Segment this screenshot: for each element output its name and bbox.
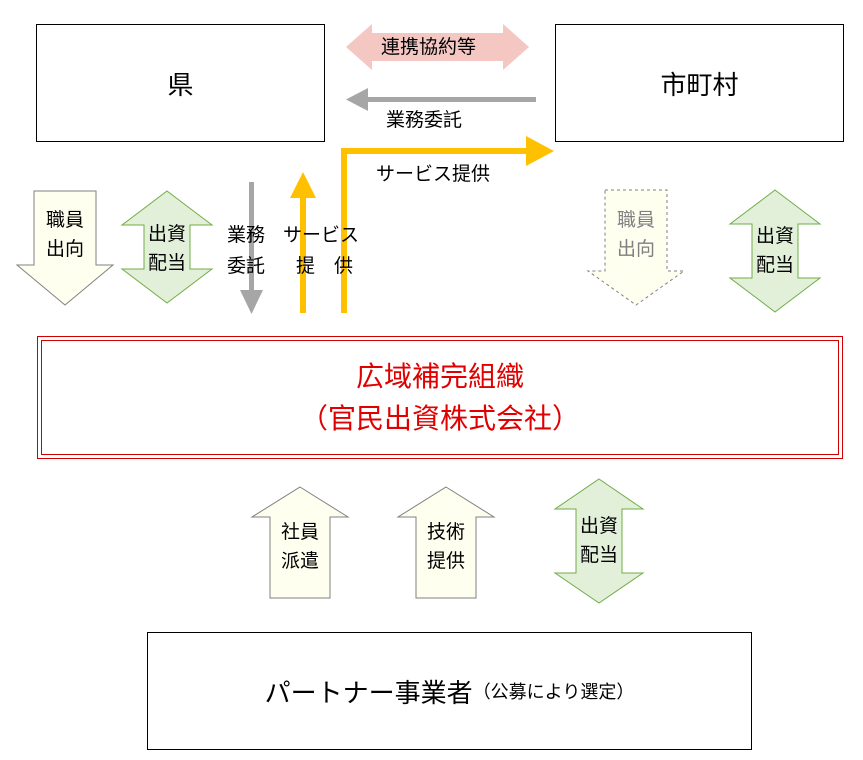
- partner-invest-arrow: [553, 478, 645, 604]
- center-org-outer-border: [37, 336, 843, 459]
- center-org-title: 広域補完組織: [355, 359, 524, 393]
- service-path-head: [526, 136, 554, 166]
- service-label: サービス提供: [376, 163, 491, 185]
- outsourcing-arrow-shaft: [366, 97, 536, 102]
- tech-provision-label: 技術 提供: [426, 521, 465, 572]
- cooperation-label: 連携協約等: [381, 36, 477, 58]
- service-vertical-label-2: 提 供: [296, 255, 354, 277]
- partner-box: パートナー事業者 （公募により選定）: [147, 632, 752, 750]
- service-path-vertical: [341, 148, 347, 313]
- employee-dispatch-label: 社員 派遣: [280, 521, 319, 572]
- center-org-box: 広域補完組織 （官民出資株式会社）: [41, 340, 839, 455]
- muni-invest-label: 出資 配当: [755, 225, 794, 276]
- employee-dispatch-arrow: [250, 486, 350, 599]
- tech-provision-arrow: [396, 486, 496, 599]
- pref-invest-arrow: [120, 190, 214, 304]
- municipality-label: 市町村: [660, 70, 739, 101]
- pref-staff-arrow: [15, 190, 115, 306]
- pref-staff-label: 職員 出向: [45, 209, 84, 260]
- outsourcing-label: 業務委託: [386, 109, 463, 131]
- muni-invest-arrow: [728, 189, 822, 313]
- prefecture-label: 県: [167, 70, 194, 101]
- service-up-head: [290, 172, 316, 198]
- outsourcing-vertical-label-1: 業務: [227, 224, 266, 246]
- muni-staff-arrow: [586, 189, 686, 306]
- service-up-shaft: [300, 196, 306, 313]
- partner-note: （公募により選定）: [472, 682, 635, 703]
- municipality-box: 市町村: [555, 24, 844, 142]
- center-org-subtitle: （官民出資株式会社）: [299, 401, 580, 435]
- muni-staff-label: 職員 出向: [616, 209, 655, 260]
- prefecture-box: 県: [36, 24, 325, 142]
- cooperation-double-arrow: [346, 24, 529, 70]
- partner-name: パートナー事業者: [264, 678, 473, 709]
- pref-invest-label: 出資 配当: [147, 223, 186, 274]
- outsourcing-arrow-head: [346, 88, 368, 111]
- service-path-horizontal: [341, 148, 528, 154]
- outsourcing-vertical-label-2: 委託: [227, 255, 266, 277]
- outsourcing-down-shaft: [249, 182, 254, 294]
- partner-invest-label: 出資 配当: [579, 515, 618, 566]
- service-vertical-label-1: サービス: [283, 224, 360, 246]
- outsourcing-down-head: [240, 290, 263, 314]
